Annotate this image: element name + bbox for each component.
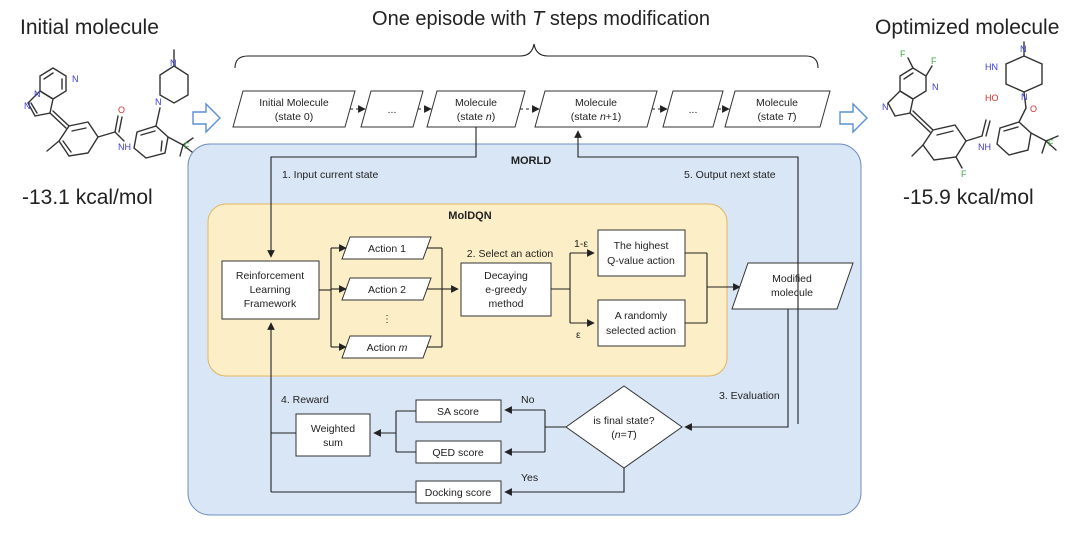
rl-framework-box — [221, 260, 320, 320]
output-state-arrow — [574, 130, 799, 424]
action-1-label: Action 1 — [368, 243, 406, 255]
state-n-plus-1-label: Molecule — [575, 97, 617, 109]
weighted-sum-label: sum — [323, 437, 343, 449]
decaying-greedy-label: e-greedy — [485, 284, 527, 296]
ellipsis-node — [662, 90, 724, 128]
decaying-greedy-label: Decaying — [484, 270, 528, 282]
episode-brace — [234, 43, 819, 69]
episode-title: One episode with T steps modification — [372, 8, 710, 30]
evaluation-arrow — [684, 309, 789, 431]
one-minus-epsilon-label: 1-ε — [574, 238, 588, 250]
morld-title: MORLD — [511, 155, 551, 167]
final-state-condition: (n=T) — [611, 429, 636, 441]
atom-f: F — [1048, 138, 1054, 148]
random-action-label: A randomly — [615, 310, 668, 322]
state-0-node — [232, 90, 356, 128]
decaying-greedy-label: method — [488, 298, 523, 310]
atom-n: N — [72, 74, 79, 84]
initial-molecule-title: Initial molecule — [20, 16, 159, 39]
optimized-molecule-title: Optimized molecule — [875, 16, 1059, 39]
atom-f: F — [931, 56, 937, 66]
atom-o: O — [118, 105, 125, 115]
random-action-box — [597, 299, 686, 347]
modified-molecule-label: Modified — [772, 273, 812, 285]
ellipsis-label: ... — [388, 104, 397, 116]
atom-f: F — [961, 169, 967, 179]
atom-n: N — [155, 97, 162, 107]
hollow-arrow-right-icon — [192, 102, 221, 134]
action-m-label: Action m — [367, 342, 408, 354]
hollow-arrow-right-icon — [839, 102, 868, 134]
state-n-label: Molecule — [455, 97, 497, 109]
modified-molecule-label: molecule — [771, 287, 813, 299]
atom-ho: HO — [985, 93, 999, 103]
qed-score-label: QED score — [432, 447, 484, 459]
state-n-plus-1-sublabel: (state n+1) — [571, 111, 622, 123]
atom-f: F — [184, 141, 190, 151]
atom-n: N — [1021, 92, 1028, 102]
state-t-label: Molecule — [756, 97, 798, 109]
weighted-sum-label: Weighted — [311, 423, 355, 435]
output-state-label: 5. Output next state — [684, 169, 776, 181]
rl-framework-label: Reinforcement — [236, 270, 304, 282]
atom-n: N — [24, 101, 31, 111]
state-n-plus-1-node — [534, 90, 658, 128]
yes-label: Yes — [521, 472, 538, 484]
state-t-sublabel: (state T) — [757, 111, 796, 123]
rl-framework-label: Learning — [250, 284, 291, 296]
highest-q-action-label: Q-value action — [607, 255, 675, 267]
atom-n: N — [34, 89, 41, 99]
docking-score-label: Docking score — [425, 487, 492, 499]
action-2-label: Action 2 — [368, 284, 406, 296]
state-0-sublabel: (state 0) — [275, 111, 314, 123]
no-label: No — [521, 394, 535, 406]
state-n-sublabel: (state n) — [457, 111, 496, 123]
atom-n: N — [932, 82, 939, 92]
atom-n: N — [1020, 44, 1027, 54]
state-n-node — [426, 90, 526, 128]
atom-o: O — [1030, 104, 1037, 114]
atom-nh: NH — [118, 142, 131, 152]
evaluation-label: 3. Evaluation — [719, 390, 780, 402]
atom-nh: NH — [978, 142, 991, 152]
atom-n: N — [170, 58, 177, 68]
highest-q-action-label: The highest — [614, 240, 669, 252]
highest-q-action-box — [597, 229, 686, 277]
state-t-node — [724, 90, 831, 128]
rl-framework-label: Framework — [244, 298, 297, 310]
random-action-label: selected action — [606, 325, 676, 337]
select-action-label: 2. Select an action — [467, 248, 554, 260]
docking-arrow — [504, 468, 625, 496]
modified-molecule-node — [731, 262, 854, 310]
atom-f: F — [900, 49, 906, 59]
atom-n: N — [882, 102, 889, 112]
weighted-sum-box — [295, 413, 371, 457]
atom-hn: HN — [985, 62, 998, 72]
input-state-label: 1. Input current state — [282, 169, 378, 181]
final-state-label: is final state? — [593, 415, 654, 427]
state-0-label: Initial Molecule — [259, 97, 329, 109]
decaying-greedy-box — [460, 262, 552, 317]
optimized-molecule-structure — [887, 41, 1059, 169]
optimized-energy: -15.9 kcal/mol — [903, 186, 1034, 209]
sa-score-label: SA score — [437, 406, 479, 418]
ellipsis-label: ... — [689, 104, 698, 116]
input-state-arrow — [267, 127, 477, 258]
initial-molecule-structure — [27, 49, 194, 159]
reward-label: 4. Reward — [281, 394, 329, 406]
initial-energy: -13.1 kcal/mol — [22, 186, 153, 209]
ellipsis-node — [360, 90, 424, 128]
moldqn-title: MolDQN — [448, 210, 491, 222]
action-vdots: ⋮ — [382, 314, 392, 325]
epsilon-label: ε — [576, 329, 581, 341]
